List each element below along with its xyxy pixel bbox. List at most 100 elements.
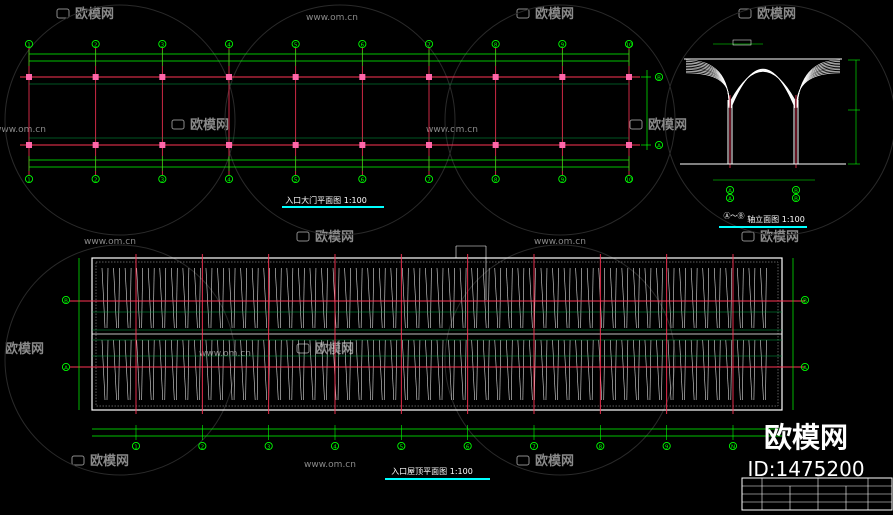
roof-slat [661,339,663,401]
roof-slat [222,339,224,401]
roof-slat [586,267,591,329]
axis-bubble-label: A [728,188,732,194]
axis-bubble-label: 8 [494,177,498,183]
roof-slat [695,339,698,401]
roof-slat [534,267,536,329]
axis-bubble-circle [131,441,141,451]
axis-bubble-label: 6 [361,42,365,48]
roof-slat [263,339,268,401]
roof-slat [217,339,221,401]
roof-slat [656,339,660,401]
axis-bubble-circle [624,174,634,184]
plan-column [426,142,432,148]
roof-slat [568,339,571,401]
roof-slat [557,267,559,329]
watermark-brand: 欧模网 [5,341,44,357]
watermark-logo-icon [738,8,752,19]
roof-slat [407,267,409,329]
roof-slat [471,267,475,329]
roof-slat [499,267,502,329]
roof-slat [279,339,282,401]
elevation-canopy-arc [796,66,841,105]
roof-slat [298,267,302,329]
roof-slat [286,267,291,329]
plan-axis-bubble-top: 1 [24,39,34,48]
elevation-canopy-arc [730,71,796,101]
roof-slat [228,267,233,329]
plan-axis-bubble-right: A [654,140,664,149]
axis-bubble-circle [224,174,234,184]
roof-title: 入口屋顶平面图 1:100 [391,467,473,476]
watermark-circle [224,4,456,236]
roof-slat [274,339,279,401]
roof-axis-bubble-bottom: 5 [397,441,406,450]
roof-slat [690,339,695,401]
axis-bubble-circle [463,441,472,451]
roof-slat [702,267,706,329]
roof-slat [152,339,155,401]
roof-slat [707,339,709,401]
watermark-brand: 欧模网 [535,6,574,22]
roof-slat [557,339,559,401]
roof-axis-bubble-left: A [61,362,71,371]
id-watermark: ID:1475200 [747,457,864,481]
roof-slat [638,267,640,329]
roof-slat [176,267,178,329]
plan-column [359,142,366,148]
roof-slat [141,339,143,401]
roof-slat [737,267,741,329]
roof-slat [326,267,328,329]
roof-slat [730,267,733,329]
roof-slat [187,267,190,329]
elevation-note-box [732,39,752,46]
roof-slat [494,267,499,329]
roof-slat [349,339,351,401]
axis-bubble-label: 5 [294,42,298,48]
watermark-brand: 欧模网 [757,6,796,22]
plan-column [292,74,299,80]
axis-bubble-label: 5 [400,444,404,450]
elevation-axis-bubble: B [791,185,801,194]
roof-slat [753,339,756,401]
roof-slat [487,267,490,329]
axis-bubble-label: 8 [494,42,498,48]
elevation-canopy-arc [730,69,796,108]
roof-slat [228,339,233,401]
roof-slat [355,267,360,329]
roof-slat [760,267,764,329]
roof-slat [753,267,756,329]
plan-column [292,142,299,148]
roof-slat [407,339,409,401]
roof-slat [344,339,348,401]
roof-slat [649,339,652,401]
axis-bubble-label: 3 [161,177,165,183]
roof-slat [506,339,510,401]
roof-slat [367,267,371,329]
roof-slat [621,267,626,329]
axis-bubble-circle [624,39,634,49]
roof-slat [695,267,698,329]
watermark-url: www.om.cn [0,125,46,135]
roof-slat [251,339,256,401]
axis-bubble-circle [662,441,671,451]
roof-slat [730,339,733,401]
axis-bubble-label: 3 [267,444,271,450]
axis-bubble-label: B [794,188,798,194]
roof-slat [124,267,129,329]
axis-bubble-circle [558,174,567,184]
roof-slat [545,339,548,401]
plan-axis-bubble-bottom: 9 [558,174,567,184]
roof-slat [448,339,452,401]
roof-slat [614,339,617,401]
roof-slat [106,267,109,329]
roof-slat [337,267,340,329]
roof-slat [291,267,294,329]
plan-column [159,74,166,80]
roof-slat [245,339,247,401]
plan-axis-bubble-bottom: 1 [24,174,34,183]
axis-bubble-label: 8 [599,444,603,450]
axis-bubble-label: 1 [134,444,138,450]
